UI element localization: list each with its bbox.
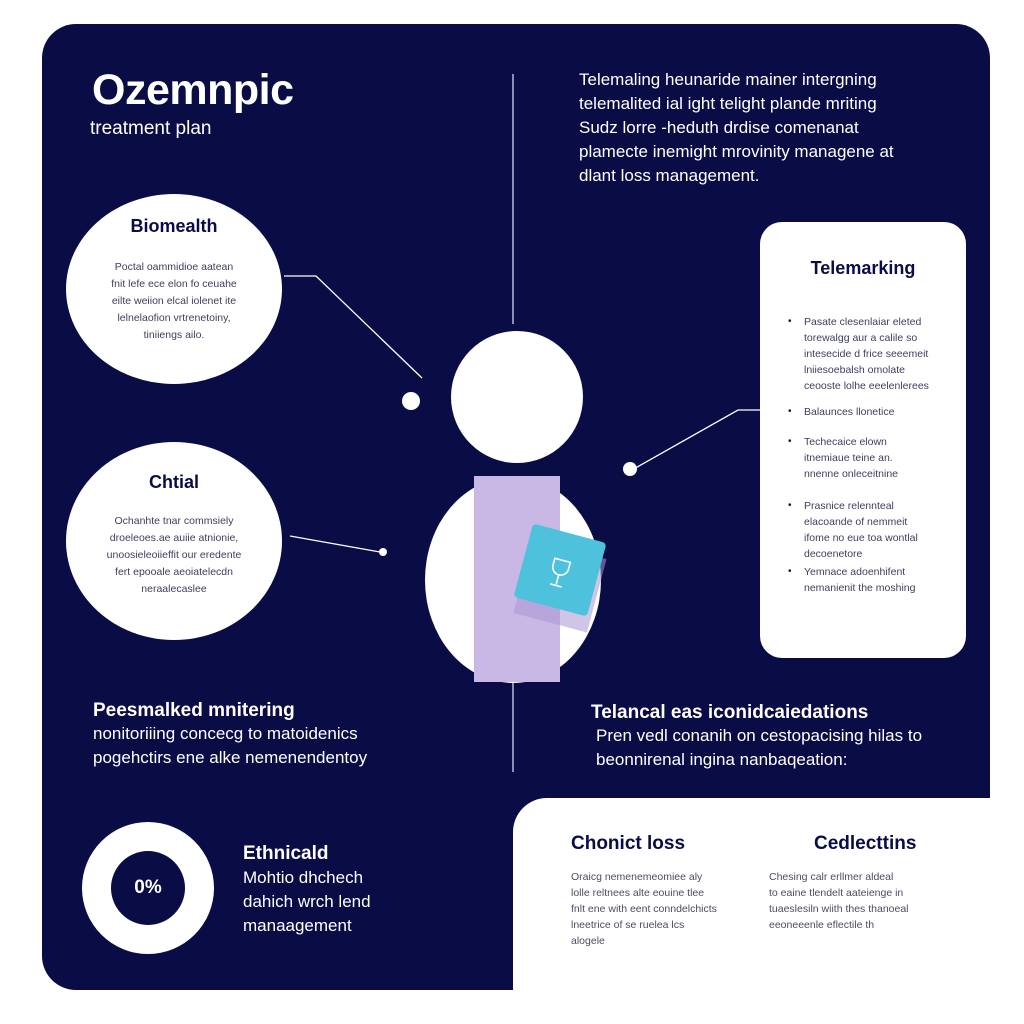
chtial-card: Chtial Ochanhte tnar commsiely droeleoes… [66,442,282,640]
wine-glass-icon [549,557,572,588]
ethical-line: Mohtio dhchech [243,868,364,887]
chronic-line: lneetrice of se ruelea lcs [571,919,685,931]
biohealth-line: eilte weiion elcal iolenet ite [111,295,237,307]
bottom-right-cutout [513,798,1024,1024]
chtial-line: neraalecaslee [141,583,207,595]
bullet-line: elacoande of nemmeit [804,516,908,528]
cedlectins-title: Cedlecttins [814,833,917,854]
connector-dot [402,392,420,410]
bullet-line: Techecaice elown [804,436,887,448]
center-divider-top [512,74,514,324]
chronic-body: Oraicg nemenemeomiee aly lolle reltnees … [571,869,717,949]
telacal-title: Telancal eas iconidcaiedations [591,702,869,723]
chtial-line: fert epooale aeoiatelecdn [115,566,233,578]
bullet-dot-icon: • [788,316,792,327]
chronic-title: Chonict loss [571,833,686,854]
bullet-line: decoenetore [804,548,863,560]
chtial-line: droeleoes.ae auiie atnionie, [109,532,239,544]
telacal-line: Pren vedl conanih on cestopacising hilas… [596,726,923,745]
ethical-line: dahich wrch lend [243,892,371,911]
ethical-line: manaagement [243,916,352,935]
cedlectins-body: Chesing calr erllmer aldeal to eaine tle… [769,869,909,933]
ethical-title: Ethnicald [243,843,329,864]
bullet-dot-icon: • [788,406,792,417]
cedlectins-line: Chesing calr erllmer aldeal [769,871,894,883]
intro-line: Telemaling heunaride mainer intergning [579,70,877,89]
bullet-line: Pasate clesenlaiar eleted [804,316,922,328]
chtial-title: Chtial [148,472,199,492]
bullet-line: torewalgg aur a calile so [804,332,918,344]
chtial-line: unoosieleoiieffit our eredente [106,549,242,561]
intro-line: dlant loss management. [579,166,760,185]
page-subtitle: treatment plan [90,118,212,139]
biohealth-line: tiniiengs ailo. [143,329,205,341]
intro-line: Sudz lorre ‑heduth drdise comenanat [579,118,859,137]
bullet-line: intesecide d frice seeemeit [804,348,929,360]
bullet-line: Balaunces llonetice [804,406,895,418]
bullet-line: Yemnace adoenhifent [804,566,906,578]
connector-biohealth [284,275,423,379]
telemarking-title: Telemarking [810,258,916,278]
bullet-line: lniiesoebalsh omolate [804,364,905,376]
chronic-line: alogele [571,935,605,947]
bullet-line: nnenne onleceitnine [804,468,898,480]
bullet-line: itnemiaue teine an. [804,452,893,464]
cedlectins-line: eeoneeenle eflectile th [769,919,875,931]
connector-dot [623,462,637,476]
center-divider-bottom [512,682,514,772]
teal-card [514,524,606,616]
telacal-line: beonnirenal ingina nanbaqeation: [596,750,848,769]
monitoring-line: pogehctirs ene alke nemenendentoy [93,748,368,767]
intro-text: Telemaling heunaride mainer intergning t… [579,68,979,188]
connector-chtial [289,535,381,553]
page-title: Ozemnpic [92,66,294,114]
biohealth-body: Poctal oammidioe aatean fnit lefe ece el… [111,259,237,344]
intro-line: plamecte inemight mrovinity managene at [579,142,894,161]
telemarking-card: Telemarking • Pasate clesenlaiar eleted … [760,222,966,658]
bullet-dot-icon: • [788,500,792,511]
biohealth-line: Poctal oammidioe aatean [114,261,234,273]
progress-ring: 0% [82,822,214,954]
intro-line: telemalited ial ight telight plande mrit… [579,94,877,113]
monitoring-title: Peesmalked mnitering [93,700,295,721]
biohealth-line: lelnelaofion vrtrenetoiny, [117,312,231,324]
biohealth-card: Biomealth Poctal oammidioe aatean fnit l… [66,194,282,384]
chronic-line: lolle reltnees alte eouine tlee [571,887,705,899]
person-figure [425,331,607,683]
chtial-line: Ochanhte tnar commsiely [114,515,234,527]
bullet-line: ifome no eue toa wontlal [804,532,918,544]
bullet-line: Prasnice relennteal [804,500,894,512]
monitoring-body: nonitoriiing concecg to matoidenics poge… [93,722,367,770]
telacal-body: Pren vedl conanih on cestopacising hilas… [596,724,922,772]
biohealth-title: Biomealth [130,216,218,236]
chtial-body: Ochanhte tnar commsiely droeleoes.ae aui… [107,513,242,598]
bullet-line: ceooste lolhe eeelenlerees [804,380,929,392]
ethical-body: Mohtio dhchech dahich wrch lend manaagem… [243,866,371,938]
biohealth-line: fnit lefe ece elon fo ceuahe [111,278,237,290]
bullet-dot-icon: • [788,566,792,577]
cedlectins-line: tuaeslesiln wiith thes thanoeal [769,903,909,915]
cedlectins-line: to eaine tlendelt aateienge in [769,887,904,899]
person-head [451,331,583,463]
connector-dot [379,548,387,556]
bullet-line: nemanienit the moshing [804,582,916,594]
chronic-line: fnlt ene with eent conndelchicts [571,903,717,915]
bullet-dot-icon: • [788,436,792,447]
ring-label: 0% [111,851,185,925]
chronic-line: Oraicg nemenemeomiee aly [571,871,703,883]
monitoring-line: nonitoriiing concecg to matoidenics [93,724,358,743]
connector-telemarking [631,409,762,471]
